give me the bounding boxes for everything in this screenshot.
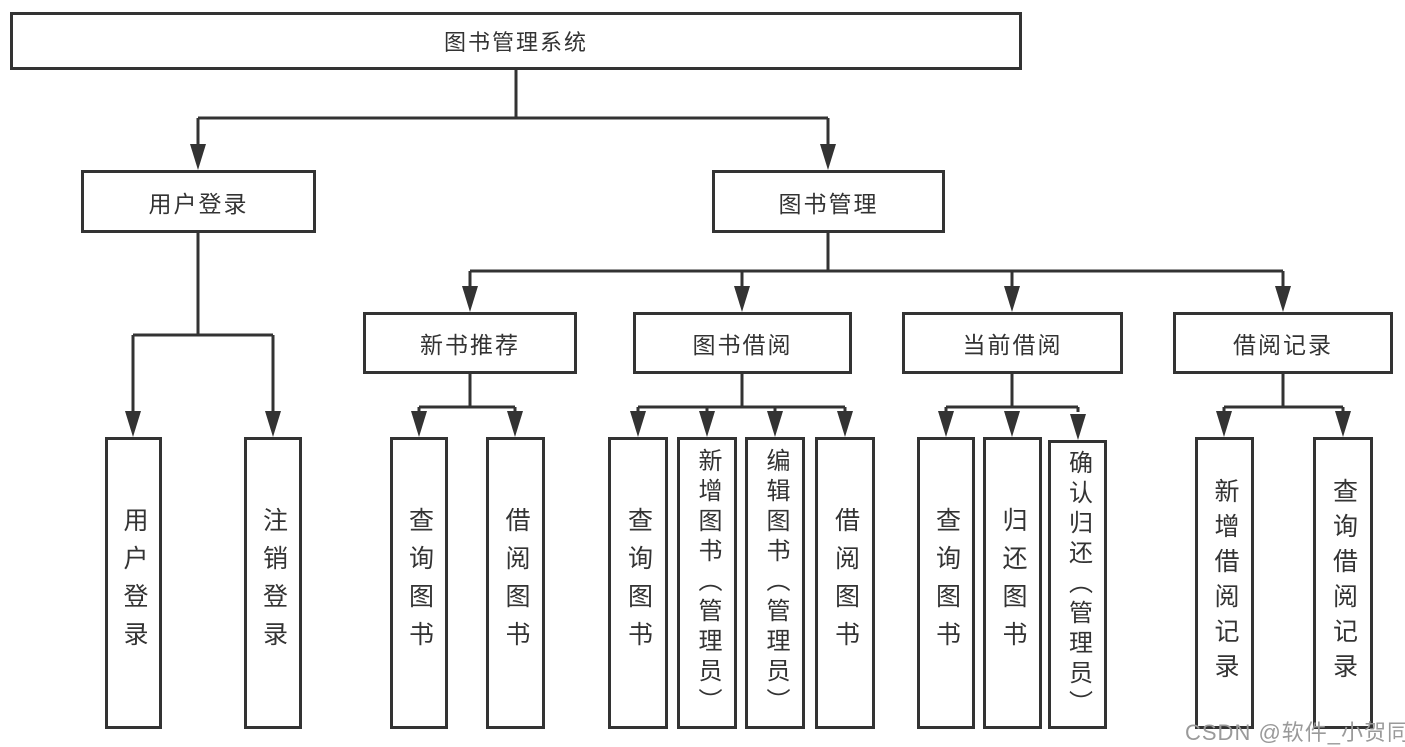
leaf-label: 新增图书（管理员） bbox=[694, 448, 721, 718]
leaf-label: 查询借阅记录 bbox=[1329, 478, 1358, 688]
node-borrow-record: 借阅记录 bbox=[1173, 312, 1393, 374]
leaf-label: 借阅图书 bbox=[502, 507, 530, 659]
leaf-logout: 注销登录 bbox=[244, 437, 302, 729]
leaf-query-borrow-record: 查询借阅记录 bbox=[1313, 437, 1373, 729]
node-book-management: 图书管理 bbox=[712, 170, 945, 233]
node-user-login: 用户登录 bbox=[81, 170, 316, 233]
leaf-add-borrow-record: 新增借阅记录 bbox=[1195, 437, 1254, 729]
leaf-query-book-1: 查询图书 bbox=[390, 437, 448, 729]
leaf-label: 查询图书 bbox=[932, 507, 961, 659]
leaf-label: 用户登录 bbox=[120, 507, 148, 659]
leaf-query-book-2: 查询图书 bbox=[608, 437, 668, 729]
node-current-borrow: 当前借阅 bbox=[902, 312, 1123, 374]
leaf-label: 查询图书 bbox=[624, 507, 653, 659]
leaf-user-login: 用户登录 bbox=[105, 437, 162, 729]
node-book-borrow: 图书借阅 bbox=[633, 312, 852, 374]
leaf-add-book-admin: 新增图书（管理员） bbox=[677, 437, 737, 729]
leaf-confirm-return-admin: 确认归还（管理员） bbox=[1048, 440, 1107, 729]
leaf-label: 编辑图书（管理员） bbox=[762, 448, 789, 718]
leaf-query-book-3: 查询图书 bbox=[917, 437, 975, 729]
leaf-label: 确认归还（管理员） bbox=[1064, 449, 1092, 720]
leaf-borrow-book-2: 借阅图书 bbox=[815, 437, 875, 729]
leaf-label: 查询图书 bbox=[405, 507, 434, 659]
node-new-book-recommend: 新书推荐 bbox=[363, 312, 577, 374]
leaf-borrow-book-1: 借阅图书 bbox=[486, 437, 545, 729]
leaf-label: 新增借阅记录 bbox=[1211, 478, 1239, 688]
leaf-label: 借阅图书 bbox=[831, 507, 860, 659]
leaf-label: 注销登录 bbox=[259, 507, 288, 659]
leaf-label: 归还图书 bbox=[999, 507, 1027, 659]
leaf-edit-book-admin: 编辑图书（管理员） bbox=[745, 437, 805, 729]
leaf-return-book: 归还图书 bbox=[983, 437, 1042, 729]
node-library-system: 图书管理系统 bbox=[10, 12, 1022, 70]
csdn-watermark: CSDN @软件_小贺同学 bbox=[1185, 720, 1405, 745]
